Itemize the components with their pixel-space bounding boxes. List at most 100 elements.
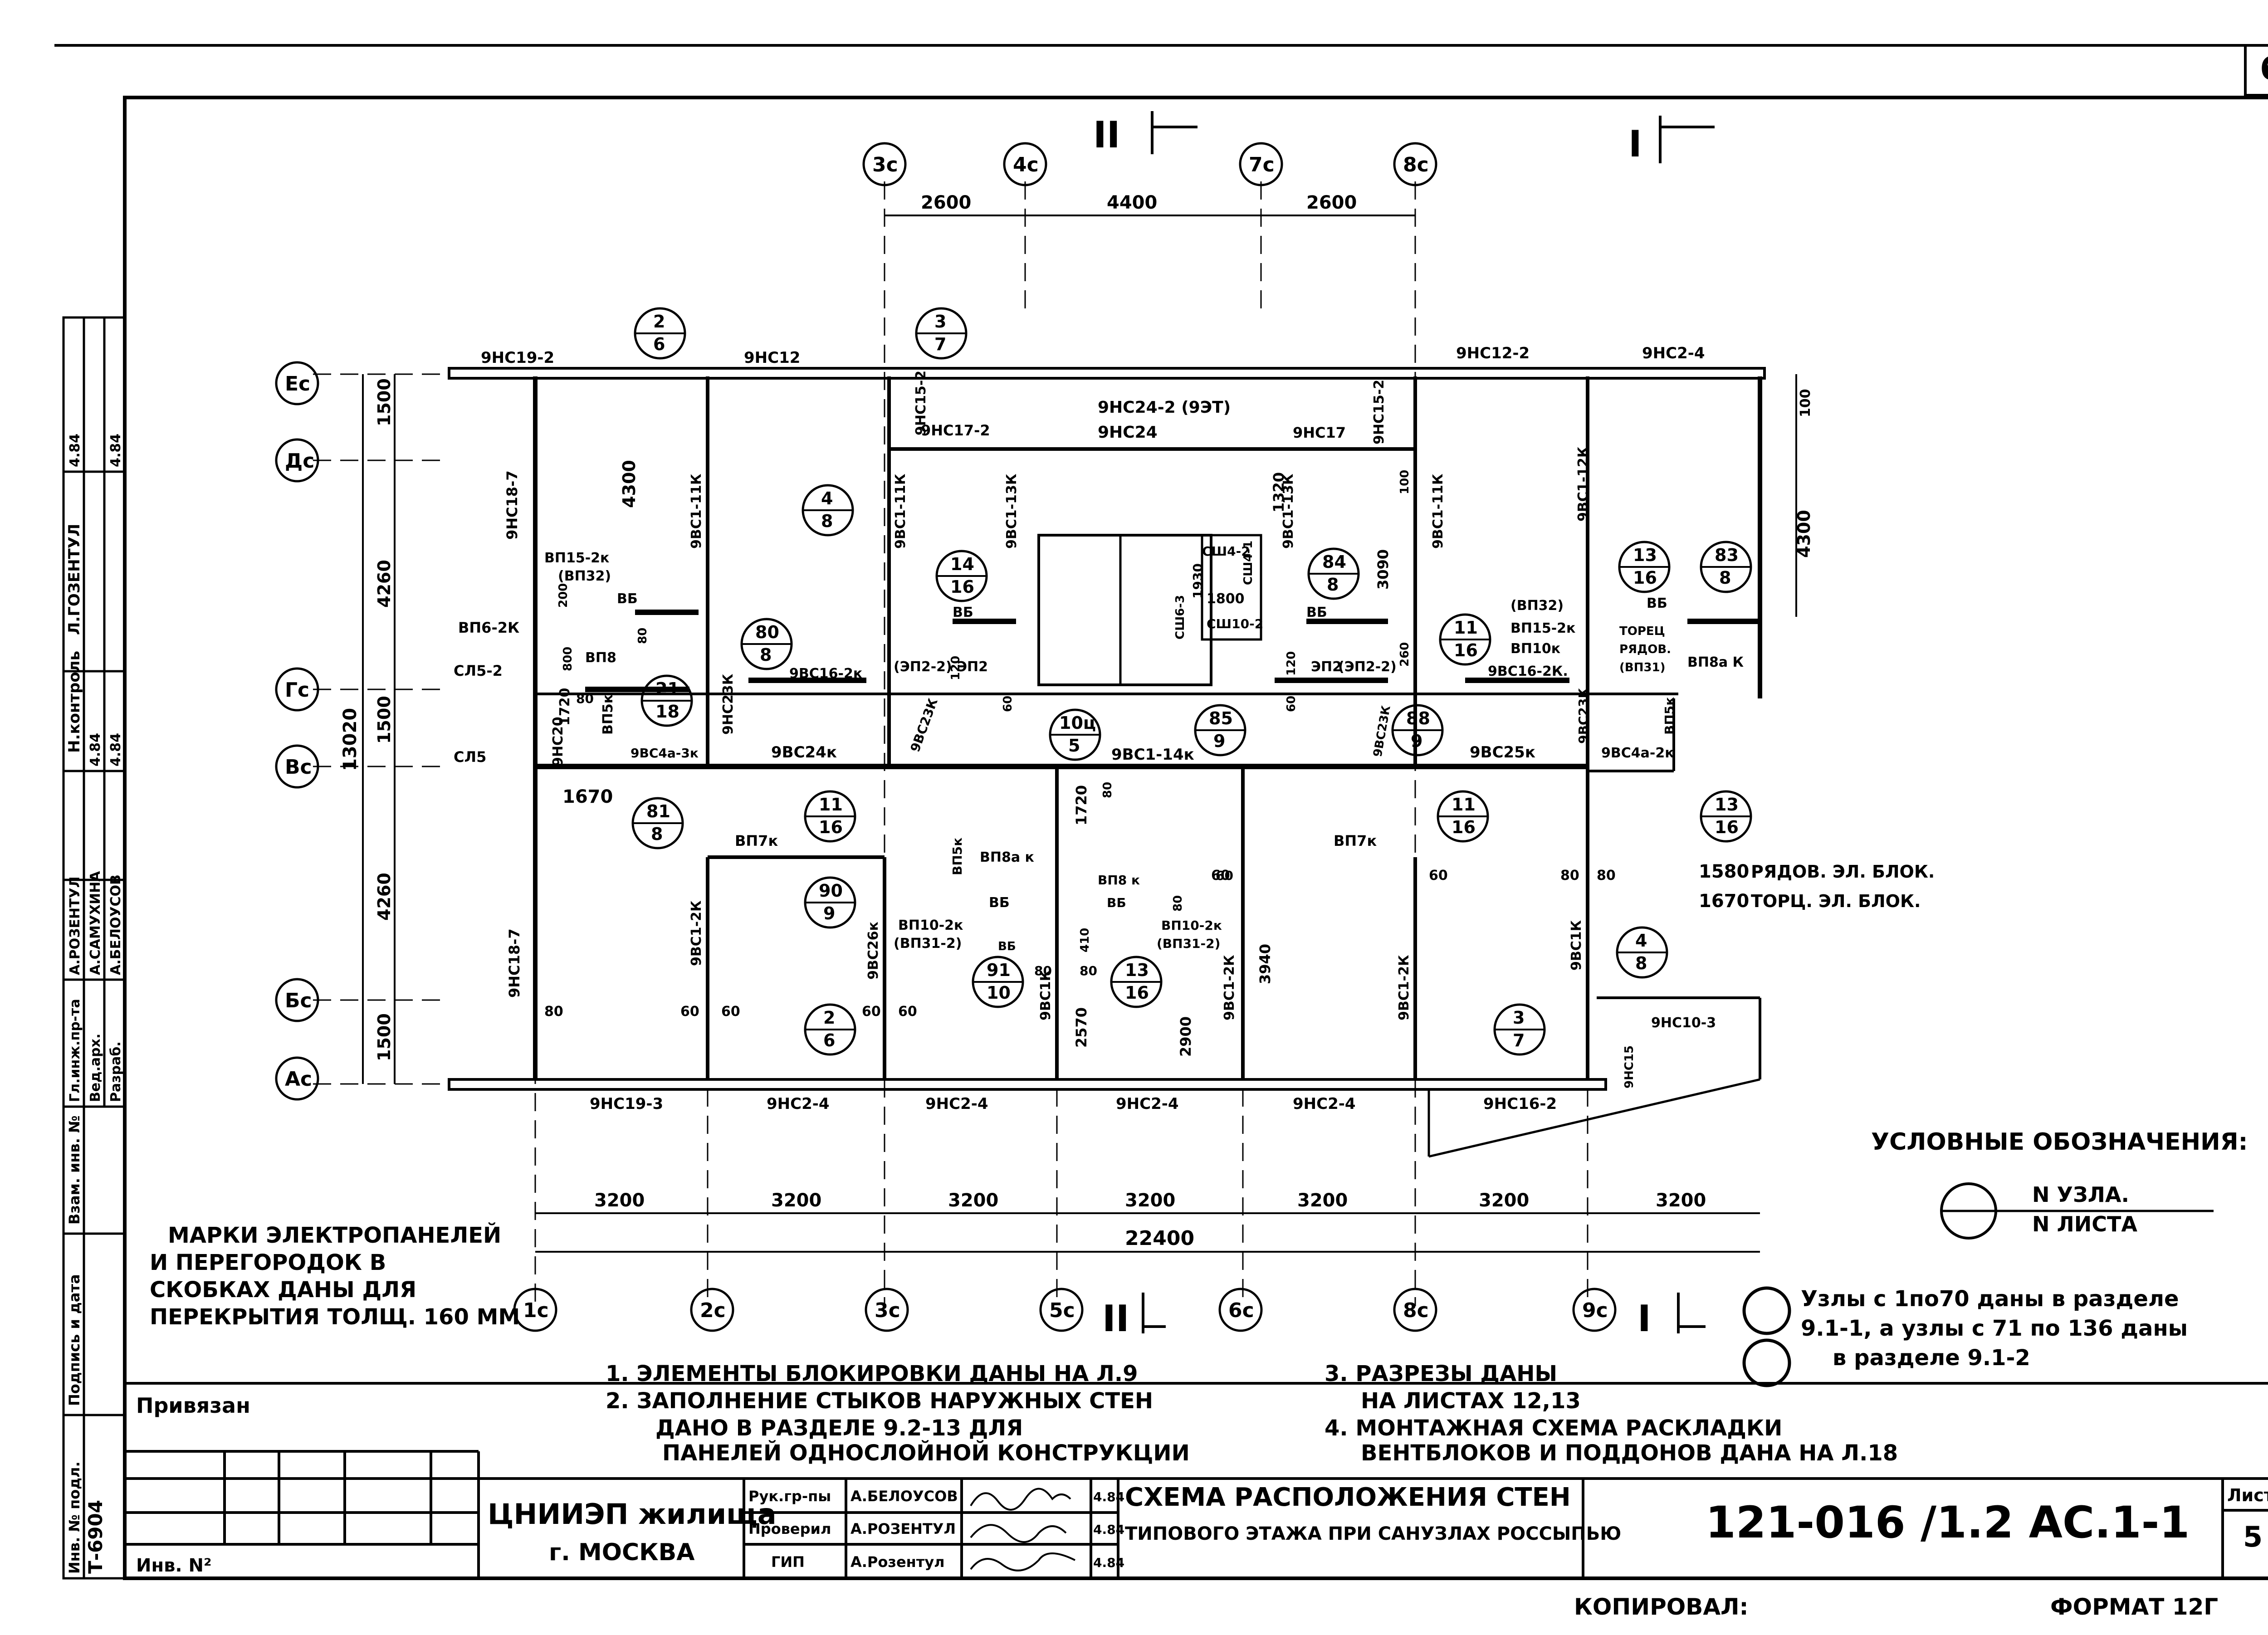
panel-label: СЛ5: [454, 748, 486, 766]
svg-text:13: 13: [1633, 545, 1657, 565]
legend: УСЛОВНЫЕ ОБОЗНАЧЕНИЯ: N УЗЛА. N ЛИСТА Уз…: [1742, 1128, 2248, 1387]
title-sheet-number: 5: [2243, 1520, 2263, 1553]
axis-bottom-1c: 1c: [523, 1299, 549, 1322]
svg-text:60: 60: [862, 1004, 881, 1020]
dim-total: 22400: [1125, 1227, 1194, 1250]
svg-text:4. МОНТАЖНАЯ СХЕМА РАСКЛАДКИ: 4. МОНТАЖНАЯ СХЕМА РАСКЛАДКИ: [1325, 1415, 1782, 1441]
legend-note-1: Узлы с 1по70 даны в разделе: [1801, 1286, 2179, 1312]
small-dims: 80 60 60 80 60 60 80 60 80 80 120 60 260…: [544, 470, 1616, 1020]
copied-by-label: КОПИРОВАЛ:: [1574, 1594, 1749, 1620]
panel-label: ЭП2: [1311, 659, 1342, 675]
title-line-2: ТИПОВОГО ЭТАЖА ПРИ САНУЗЛАХ РОССЫПЬЮ: [1125, 1523, 1621, 1544]
svg-text:4: 4: [1635, 931, 1647, 951]
svg-text:60: 60: [721, 1004, 740, 1020]
dim-100-right: 100: [1798, 389, 1813, 417]
node-88-9: 889: [1391, 704, 1444, 756]
axis-bottom-2c: 2c: [700, 1299, 726, 1322]
dim-top-2: 4400: [1107, 192, 1157, 213]
panel-label: 9НС15-2: [913, 371, 929, 435]
panel-label: 9НС20: [550, 717, 566, 766]
dim-1720b: 1720: [1073, 785, 1090, 825]
panel-label: ВБ: [1306, 605, 1327, 620]
svg-text:18: 18: [655, 702, 679, 722]
left-stamp-strip: [62, 316, 126, 1580]
panel-label: 9ВС1-11К: [689, 473, 704, 549]
strip-name-razrab: А.БЕЛОУСОВ: [108, 874, 124, 975]
legend-bottom: N ЛИСТА: [2032, 1212, 2137, 1236]
axis-bottom-5c: 5c: [1049, 1299, 1075, 1322]
panel-label: ВБ: [998, 940, 1016, 953]
panel-labels: 9НС19-2 9НС12 9НС15-2 9НС17-2 9НС24-2 (9…: [454, 344, 1744, 1113]
strip-role-nkontrol: Н.контроль: [65, 651, 83, 753]
dim-bottom-1: 3200: [594, 1190, 645, 1211]
panel-label: 9НС12-2: [1456, 344, 1530, 362]
title-privyazan: Привязан: [136, 1393, 250, 1418]
strip-role-razrab: Разраб.: [108, 1041, 124, 1102]
svg-text:МАРКИ ЭЛЕКТРОПАНЕЛЕЙ: МАРКИ ЭЛЕКТРОПАНЕЛЕЙ: [168, 1222, 501, 1248]
axis-top-7c: 7c: [1249, 153, 1275, 176]
svg-text:80: 80: [544, 1004, 563, 1020]
panel-label: ВБ: [953, 605, 973, 620]
title-sheet-label: Лист: [2227, 1485, 2268, 1505]
svg-text:80: 80: [1101, 782, 1114, 798]
svg-text:ДАНО В РАЗДЕЛЕ 9.2-13 ДЛЯ: ДАНО В РАЗДЕЛЕ 9.2-13 ДЛЯ: [655, 1415, 1023, 1441]
svg-text:80: 80: [1560, 868, 1579, 883]
axis-lines: [313, 181, 1589, 1306]
svg-text:91: 91: [987, 960, 1011, 980]
axis-bottom-3c: 3c: [875, 1299, 900, 1322]
panel-label: ВП15-2к: [544, 550, 609, 566]
strip-inv-podl: Инв. № подл.: [66, 1461, 83, 1574]
section-I-bottom: I: [1637, 1298, 1651, 1340]
title-name-2: А.РОЗЕНТУЛ: [850, 1520, 956, 1537]
svg-text:60: 60: [1216, 868, 1233, 883]
svg-text:10ц: 10ц: [1059, 713, 1096, 733]
svg-text:21: 21: [655, 679, 679, 699]
panel-label: 9НС17: [1293, 424, 1346, 441]
dim-left-1: 1500: [374, 378, 394, 426]
node-4-8-top: 48: [802, 484, 854, 537]
panel-label: ВП10-2к: [898, 918, 963, 933]
panel-label: 9ВС1-13К: [1281, 473, 1296, 549]
svg-text:6: 6: [823, 1030, 835, 1050]
svg-text:11: 11: [1454, 618, 1478, 638]
panel-label: 9ВС16-2К.: [1488, 664, 1568, 679]
panel-label: 9ВС16-2к: [789, 666, 862, 682]
panel-label: 9ВС4а-2к: [1601, 745, 1674, 761]
panel-label: 9ВС1-12К: [1575, 446, 1591, 522]
strip-podpis: Подпись и дата: [66, 1274, 83, 1406]
dim-top-1: 2600: [921, 192, 971, 213]
dim-top-3: 2600: [1306, 192, 1357, 213]
panel-label: СШ10-2: [1207, 616, 1263, 631]
dim-left-5: 1500: [374, 1013, 394, 1061]
svg-text:3: 3: [934, 312, 946, 332]
title-date-2: 4.84: [1093, 1522, 1124, 1537]
dim-left-4: 4260: [374, 873, 394, 921]
panel-label: 9НС2-4: [1116, 1095, 1179, 1113]
section-markers: [1142, 111, 1715, 1333]
panel-label: ВП7к: [735, 832, 778, 849]
panel-label: 9ВС23К: [908, 696, 941, 754]
svg-text:9: 9: [1411, 731, 1422, 751]
dim-4300-left: 4300: [619, 460, 639, 508]
node-81-8: 818: [631, 797, 684, 849]
strip-name-glinzh: А.РОЗЕНТУЛ: [67, 876, 83, 975]
panel-label: (ВП32): [558, 568, 611, 584]
panel-label: 9НС15: [1623, 1045, 1636, 1088]
svg-text:80: 80: [755, 622, 779, 642]
panel-label: СШ6-3: [1173, 595, 1187, 639]
dim-1800: 1800: [1207, 591, 1245, 607]
title-date-1: 4.84: [1093, 1489, 1124, 1504]
panel-label: ВП8 к: [1098, 873, 1140, 888]
svg-text:60: 60: [898, 1004, 917, 1020]
svg-text:8: 8: [1635, 953, 1647, 973]
panel-label: 9ВС1-14к: [1111, 746, 1194, 764]
svg-text:16: 16: [1125, 983, 1149, 1003]
svg-text:120: 120: [949, 656, 963, 680]
svg-text:800: 800: [561, 647, 575, 671]
